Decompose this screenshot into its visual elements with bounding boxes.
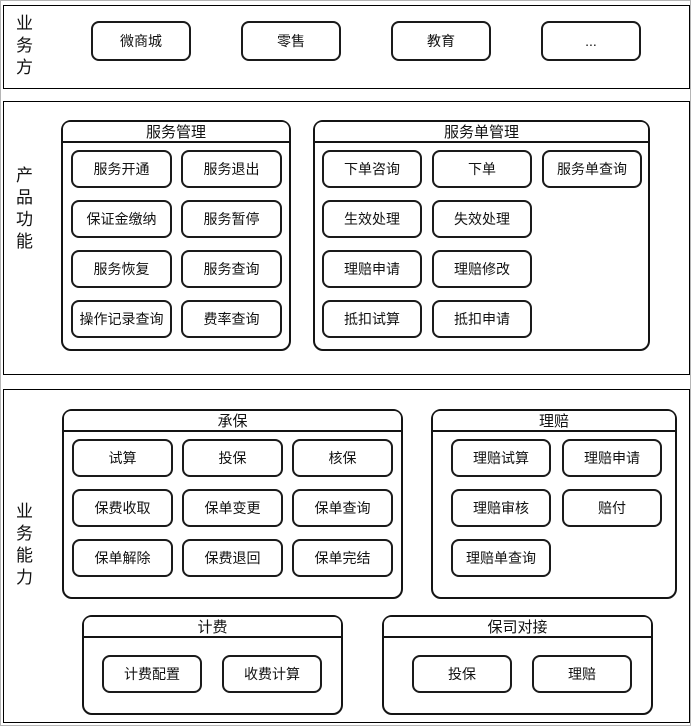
node-service-query: 服务查询 xyxy=(181,250,282,288)
node-more-clients: ... xyxy=(541,21,641,61)
group-underwriting: 承保 试算 投保 核保 保费收取 保单变更 保单查询 保单解除 保费退回 保单完… xyxy=(62,409,403,599)
section-business-capabilities-label: 业务能力 xyxy=(13,502,32,590)
node-claim-order-query: 理赔单查询 xyxy=(451,539,551,577)
node-place-order: 下单 xyxy=(432,150,532,188)
node-retail: 零售 xyxy=(241,21,341,61)
node-operation-log-query: 操作记录查询 xyxy=(71,300,172,338)
section-business-clients-label: 业务方 xyxy=(13,14,32,80)
section-business-clients: 业务方 微商城 零售 教育 ... xyxy=(3,5,690,89)
node-policy-termination: 保单解除 xyxy=(72,539,173,577)
section-business-capabilities: 业务能力 承保 试算 投保 核保 保费收取 保单变更 保单查询 保单解除 保费退… xyxy=(3,389,690,723)
node-claim-trial: 理赔试算 xyxy=(451,439,551,477)
node-payout: 赔付 xyxy=(562,489,662,527)
node-expiry-processing: 失效处理 xyxy=(432,200,532,238)
node-policy-completion: 保单完结 xyxy=(292,539,393,577)
node-policy-change: 保单变更 xyxy=(182,489,283,527)
group-insurer-integration: 保司对接 投保 理赔 xyxy=(382,615,653,715)
node-deposit-payment: 保证金缴纳 xyxy=(71,200,172,238)
group-service-order-management-title: 服务单管理 xyxy=(315,122,648,143)
group-claims: 理赔 理赔试算 理赔申请 理赔审核 赔付 理赔单查询 xyxy=(431,409,677,599)
group-underwriting-title: 承保 xyxy=(64,411,401,432)
group-service-management: 服务管理 服务开通 服务退出 保证金缴纳 服务暂停 服务恢复 服务查询 操作记录… xyxy=(61,120,291,351)
node-education: 教育 xyxy=(391,21,491,61)
node-premium-collection: 保费收取 xyxy=(72,489,173,527)
node-insurer-apply-insurance: 投保 xyxy=(412,655,512,693)
node-claim-modification: 理赔修改 xyxy=(432,250,532,288)
group-service-order-management: 服务单管理 下单咨询 下单 服务单查询 生效处理 失效处理 理赔申请 理赔修改 … xyxy=(313,120,650,351)
node-fee-calculation: 收费计算 xyxy=(222,655,322,693)
group-billing: 计费 计费配置 收费计算 xyxy=(82,615,343,715)
node-service-suspend: 服务暂停 xyxy=(181,200,282,238)
node-premium-refund: 保费退回 xyxy=(182,539,283,577)
node-claim-application: 理赔申请 xyxy=(322,250,422,288)
node-underwriting-check: 核保 xyxy=(292,439,393,477)
node-claim-apply: 理赔申请 xyxy=(562,439,662,477)
node-service-exit: 服务退出 xyxy=(181,150,282,188)
group-service-management-title: 服务管理 xyxy=(63,122,289,143)
section-product-features: 产品功能 服务管理 服务开通 服务退出 保证金缴纳 服务暂停 服务恢复 服务查询… xyxy=(3,101,690,375)
node-billing-config: 计费配置 xyxy=(102,655,202,693)
node-policy-query: 保单查询 xyxy=(292,489,393,527)
node-trial-calculation: 试算 xyxy=(72,439,173,477)
node-order-consult: 下单咨询 xyxy=(322,150,422,188)
node-apply-insurance: 投保 xyxy=(182,439,283,477)
node-insurer-claims: 理赔 xyxy=(532,655,632,693)
node-service-resume: 服务恢复 xyxy=(71,250,172,288)
group-billing-title: 计费 xyxy=(84,617,341,638)
node-micro-mall: 微商城 xyxy=(91,21,191,61)
node-service-activation: 服务开通 xyxy=(71,150,172,188)
group-insurer-integration-title: 保司对接 xyxy=(384,617,651,638)
node-claim-review: 理赔审核 xyxy=(451,489,551,527)
section-product-features-label: 产品功能 xyxy=(13,166,32,254)
group-claims-title: 理赔 xyxy=(433,411,675,432)
node-deduction-trial: 抵扣试算 xyxy=(322,300,422,338)
node-rate-query: 费率查询 xyxy=(181,300,282,338)
node-service-order-query: 服务单查询 xyxy=(542,150,642,188)
node-deduction-application: 抵扣申请 xyxy=(432,300,532,338)
node-effective-processing: 生效处理 xyxy=(322,200,422,238)
